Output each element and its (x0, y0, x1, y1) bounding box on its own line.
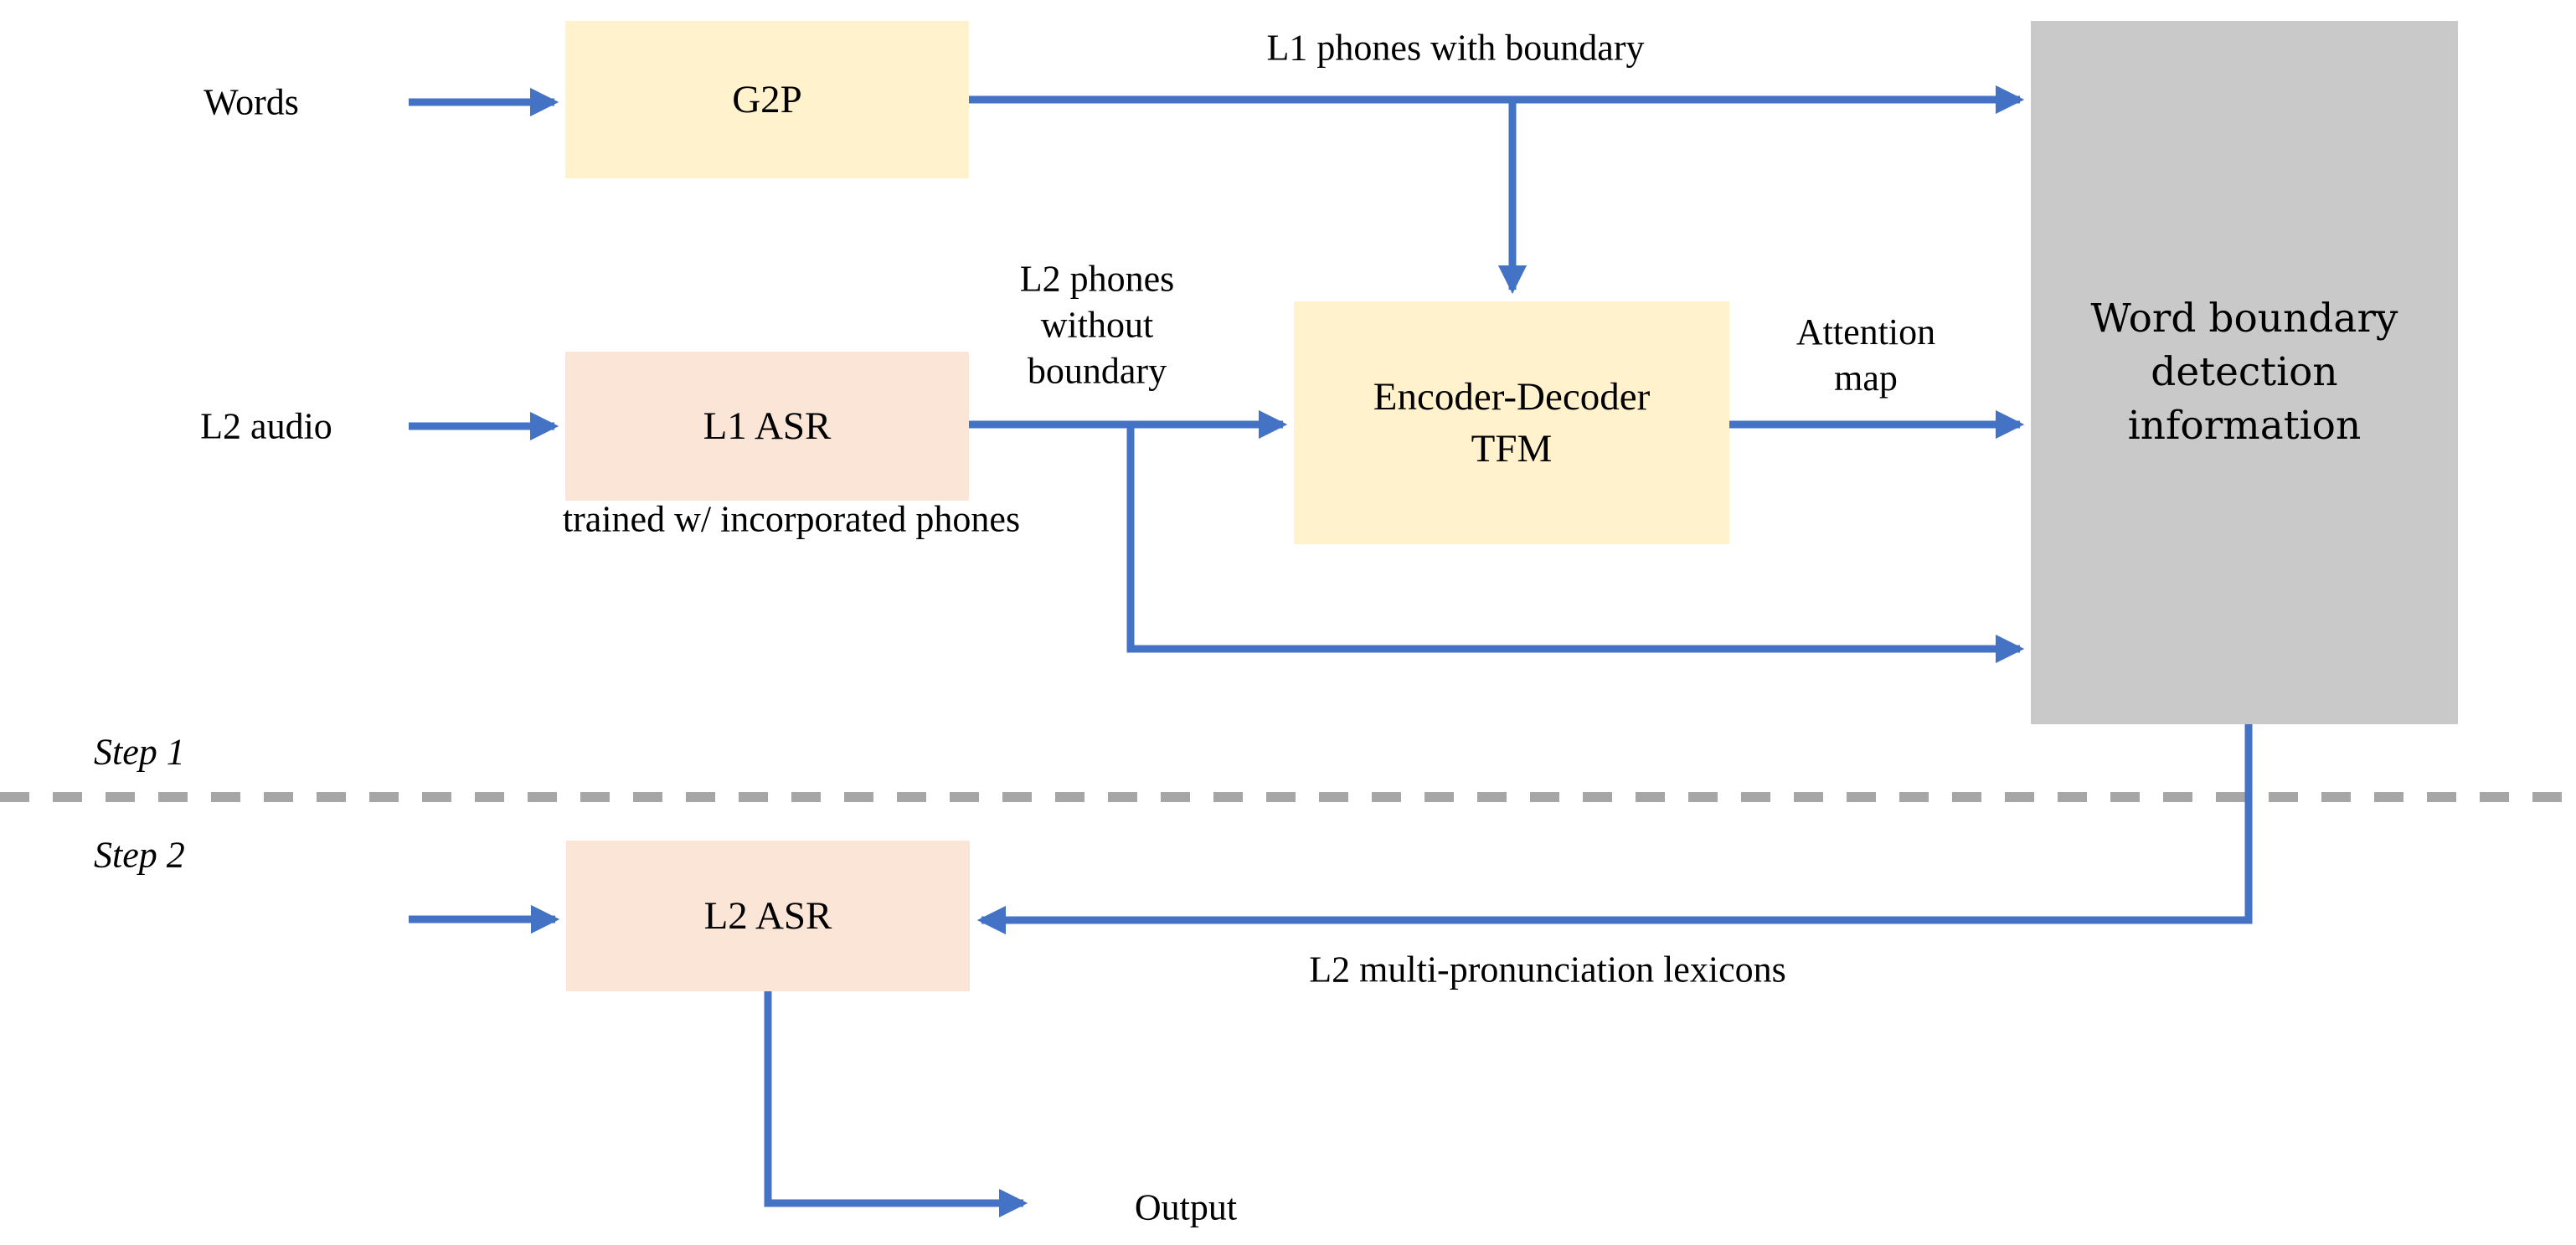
node-g2p-label: G2P (732, 78, 802, 121)
encoder-decoder-line1: Encoder-Decoder (1373, 375, 1651, 419)
node-word-boundary-label: Word boundary detection information (2091, 292, 2398, 453)
word-boundary-line3: information (2127, 403, 2362, 449)
word-boundary-line1: Word boundary (2090, 296, 2398, 342)
output-label: Output (1134, 1186, 1238, 1228)
attention-line2: map (1834, 358, 1898, 399)
word-boundary-line2: detection (2151, 349, 2338, 395)
node-encoder-decoder-label: Encoder-Decoder TFM (1373, 371, 1650, 475)
step2-label: Step 2 (94, 834, 185, 876)
l2-phones-line1: L2 phones (1019, 258, 1175, 300)
l2-phones-line2: without (1040, 304, 1154, 346)
attention-line1: Attention (1795, 311, 1936, 352)
node-l1-asr: L1 ASR (565, 352, 969, 501)
node-encoder-decoder-tfm: Encoder-Decoder TFM (1294, 301, 1729, 544)
node-g2p: G2P (565, 21, 969, 178)
l2-phones-line3: boundary (1027, 350, 1167, 392)
arrow-l2-asr-to-output (764, 991, 1028, 1218)
input-l2-audio-label: L2 audio (200, 405, 332, 447)
node-l1-asr-label: L1 ASR (703, 404, 832, 448)
edge-label-attention-map: Attention map (1796, 309, 1935, 401)
arrow-lexicons-to-l2-asr (976, 724, 2253, 935)
node-l2-asr: L2 ASR (566, 841, 970, 991)
edge-label-lexicons: L2 multi-pronunciation lexicons (1309, 949, 1786, 990)
node-l2-asr-label: L2 ASR (703, 894, 832, 938)
step1-label: Step 1 (94, 731, 185, 773)
edge-label-l1-phones: L1 phones with boundary (1266, 27, 1645, 69)
edge-label-l2-phones: L2 phones without boundary (1020, 256, 1175, 394)
l1-asr-note: trained w/ incorporated phones (562, 498, 1021, 540)
input-words-label: Words (204, 81, 299, 123)
node-word-boundary-info: Word boundary detection information (2031, 21, 2458, 724)
encoder-decoder-line2: TFM (1471, 427, 1553, 471)
arrow-l2-phones-to-word-boundary (1126, 424, 2025, 664)
